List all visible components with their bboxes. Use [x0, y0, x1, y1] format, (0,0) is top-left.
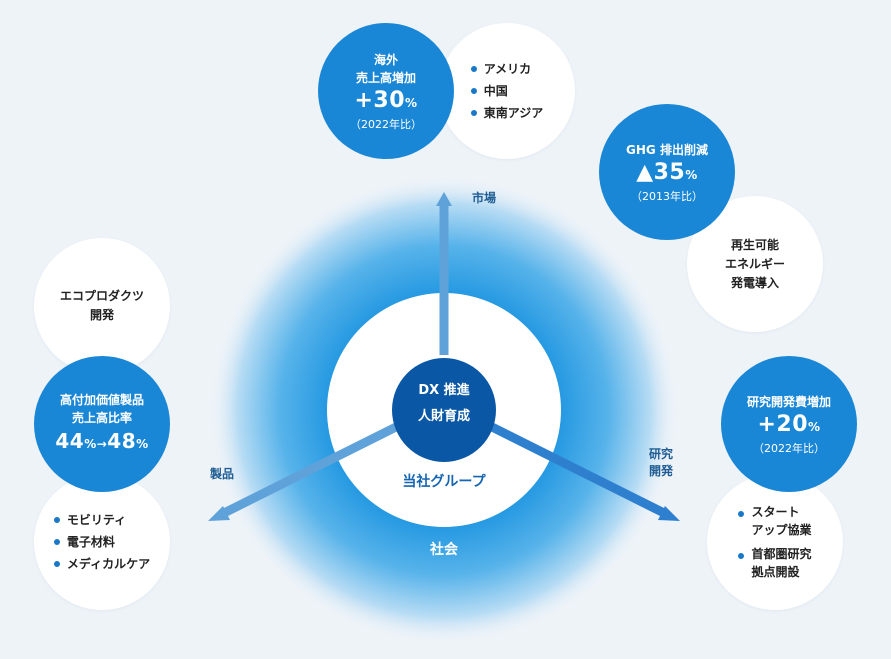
market-regions-circle: アメリカ 中国 東南アジア	[439, 23, 575, 159]
rnd-note: （2022年比）	[753, 441, 825, 455]
overseas-sales-value: +30%	[354, 87, 417, 117]
rnd-number: +20	[757, 411, 809, 437]
product-segments-list: モビリティ 電子材料 メディカルケア	[53, 509, 150, 575]
product-segments-circle: モビリティ 電子材料 メディカルケア	[34, 474, 170, 610]
ratio-arrow-icon: →	[96, 436, 108, 451]
eco-line1: エコプロダクツ	[59, 289, 144, 303]
overseas-sales-note: （2022年比）	[350, 117, 422, 131]
rnd-item1-line1: スタート	[751, 505, 800, 519]
market-regions-list: アメリカ 中国 東南アジア	[470, 58, 544, 124]
list-item: モビリティ	[53, 509, 150, 531]
axis-label-rnd: 研究 開発	[636, 446, 686, 480]
rnd-initiatives-list: スタートアップ協業 首都圏研究拠点開設	[738, 503, 812, 581]
list-item: アメリカ	[470, 58, 544, 80]
rnd-value: +20%	[757, 411, 820, 441]
ghg-reduction-circle: GHG 排出削減 ▲35% （2013年比）	[599, 104, 735, 240]
core-circle	[392, 358, 496, 462]
ghg-unit: %	[685, 167, 698, 182]
list-item: スタートアップ協業	[738, 503, 812, 539]
overseas-sales-number: +30	[354, 87, 406, 113]
ghg-number: ▲35	[636, 159, 686, 185]
ratio-to-unit: %	[136, 436, 149, 451]
rnd-spending-circle: 研究開発費増加 +20% （2022年比）	[721, 356, 857, 492]
ghg-note: （2013年比）	[631, 189, 703, 203]
core-line-dx: DX 推進	[418, 383, 470, 398]
list-item: 東南アジア	[470, 102, 543, 124]
ghg-value: ▲35%	[636, 159, 698, 189]
list-item: メディカルケア	[53, 553, 150, 575]
rnd-arrow	[485, 420, 680, 521]
renewable-line3: 発電導入	[730, 275, 779, 290]
rnd-item1-line2: アップ協業	[751, 523, 812, 537]
eco-products-circle: エコプロダクツ 開発	[34, 238, 170, 374]
renewable-line2: エネルギー	[724, 256, 785, 271]
ghg-line1: GHG 排出削減	[626, 142, 708, 157]
ratio-from-unit: %	[84, 436, 97, 451]
ratio-from: 44	[55, 428, 85, 453]
value-added-ratio-circle: 高付加価値製品 売上高比率 44%→48%	[34, 356, 170, 492]
axis-label-rnd-line1: 研究	[648, 447, 673, 461]
axis-label-market: 市場	[471, 191, 496, 205]
rnd-unit: %	[808, 419, 821, 434]
rnd-item2-line2: 拠点開設	[751, 565, 800, 579]
list-item: 首都圏研究拠点開設	[738, 545, 812, 581]
group-label: 当社グループ	[402, 474, 486, 490]
product-arrow	[208, 420, 403, 521]
overseas-sales-circle: 海外 売上高増加 +30% （2022年比）	[318, 23, 454, 159]
overseas-sales-line2: 売上高増加	[355, 70, 416, 85]
ratio-value: 44%→48%	[55, 427, 148, 458]
ratio-to: 48	[107, 428, 137, 453]
list-item: 電子材料	[53, 531, 150, 553]
rnd-initiatives-circle: スタートアップ協業 首都圏研究拠点開設	[707, 474, 843, 610]
axis-label-rnd-line2: 開発	[648, 464, 673, 478]
list-item: 中国	[470, 80, 544, 102]
ratio-line1: 高付加価値製品	[59, 392, 144, 407]
core-label: DX 推進 人財育成	[392, 378, 496, 430]
rnd-item2-line1: 首都圏研究	[751, 547, 812, 561]
core-line-hr: 人財育成	[417, 409, 470, 424]
overseas-sales-unit: %	[405, 95, 418, 110]
axis-label-product: 製品	[209, 467, 234, 481]
society-label: 社会	[430, 542, 458, 558]
market-arrow	[436, 192, 452, 355]
eco-line2: 開発	[89, 308, 114, 322]
overseas-sales-line1: 海外	[373, 52, 398, 67]
rnd-line1: 研究開発費増加	[746, 394, 831, 409]
renewable-line1: 再生可能	[730, 237, 779, 252]
ratio-line2: 売上高比率	[71, 410, 132, 425]
